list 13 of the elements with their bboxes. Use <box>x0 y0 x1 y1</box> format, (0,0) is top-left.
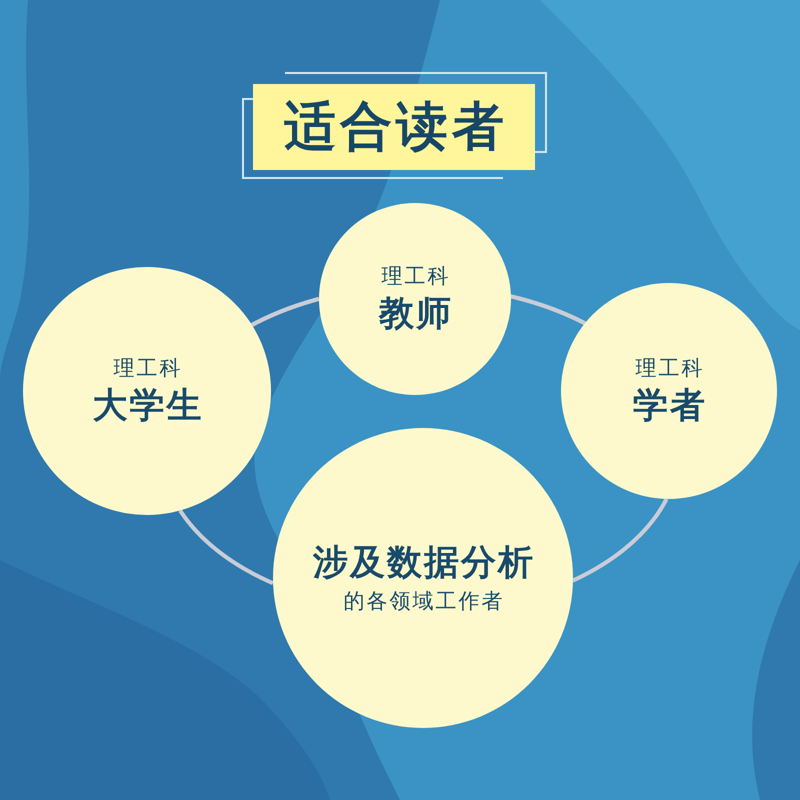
audience-label: 学者 <box>632 386 707 426</box>
field-label: 理工科 <box>112 356 182 380</box>
connector-arc <box>178 508 275 586</box>
audience-label: 大学生 <box>92 386 204 426</box>
field-label: 理工科 <box>380 264 450 288</box>
field-label: 理工科 <box>634 356 704 380</box>
connector-arc <box>250 296 321 327</box>
audience-label: 涉及数据分析 <box>312 542 535 584</box>
connector-arc <box>509 294 587 326</box>
connector-arc <box>571 497 668 582</box>
title-banner: 适合读者 <box>253 84 535 170</box>
audience-label: 教师 <box>377 294 453 334</box>
description-text: 的各领域工作者 <box>342 589 504 614</box>
